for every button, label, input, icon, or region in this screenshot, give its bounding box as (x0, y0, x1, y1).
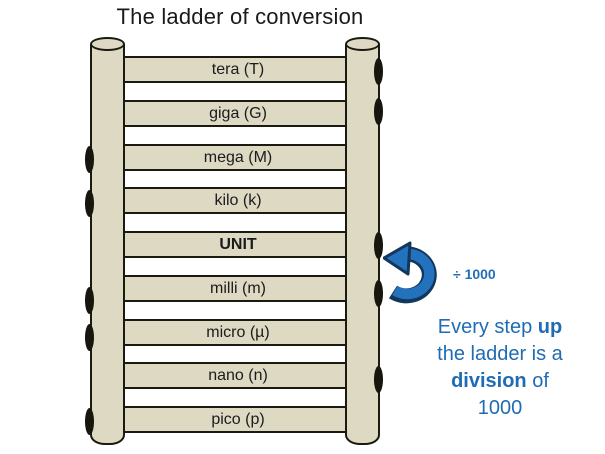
page-title: The ladder of conversion (116, 4, 364, 29)
rung-giga: giga (G) (122, 100, 354, 127)
wood-knot (374, 366, 383, 393)
rung-micro: micro (µ) (122, 319, 354, 346)
wood-knot (85, 324, 94, 351)
rung-milli: milli (m) (122, 275, 354, 302)
rung-nano: nano (n) (122, 362, 354, 389)
wood-knot (85, 190, 94, 217)
wood-knot (85, 408, 94, 435)
wood-knot (85, 146, 94, 173)
note-line-4: 1000 (477, 397, 523, 419)
note-line-3: division of (451, 370, 549, 392)
wood-knot (374, 232, 383, 259)
left-rail-top-cap (90, 37, 125, 51)
rung-mega: mega (M) (122, 144, 354, 171)
ladder-left-rail (90, 44, 125, 445)
note-text: Every step up the ladder is a division o… (398, 314, 602, 422)
right-rail-top-cap (345, 37, 380, 51)
wood-knot (374, 98, 383, 125)
divide-arrow-label: ÷ 1000 (453, 266, 496, 282)
rung-tera: tera (T) (122, 56, 354, 83)
note-line-1: Every step up (437, 316, 563, 338)
divide-arrow-icon (383, 241, 437, 304)
note-line-2: the ladder is a (437, 343, 563, 365)
wood-knot (374, 58, 383, 85)
rung-pico: pico (p) (122, 406, 354, 433)
wood-knot (374, 280, 383, 307)
rung-kilo: kilo (k) (122, 187, 354, 214)
rung-unit: UNIT (122, 231, 354, 258)
wood-knot (85, 287, 94, 314)
